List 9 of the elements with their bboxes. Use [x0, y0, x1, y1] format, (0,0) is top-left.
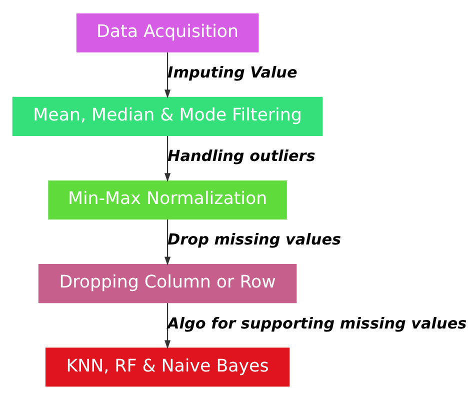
- arrow: [164, 220, 171, 266]
- node-box: Min-Max Normalization: [48, 180, 287, 220]
- arrow: [164, 303, 171, 349]
- node-box: Data Acquisition: [76, 13, 259, 52]
- node-box: KNN, RF & Naive Bayes: [45, 348, 290, 387]
- arrow: [164, 136, 171, 182]
- arrow: [164, 52, 171, 98]
- node-box: Mean, Median & Mode Filtering: [12, 96, 323, 136]
- node-box: Dropping Column or Row: [38, 264, 297, 304]
